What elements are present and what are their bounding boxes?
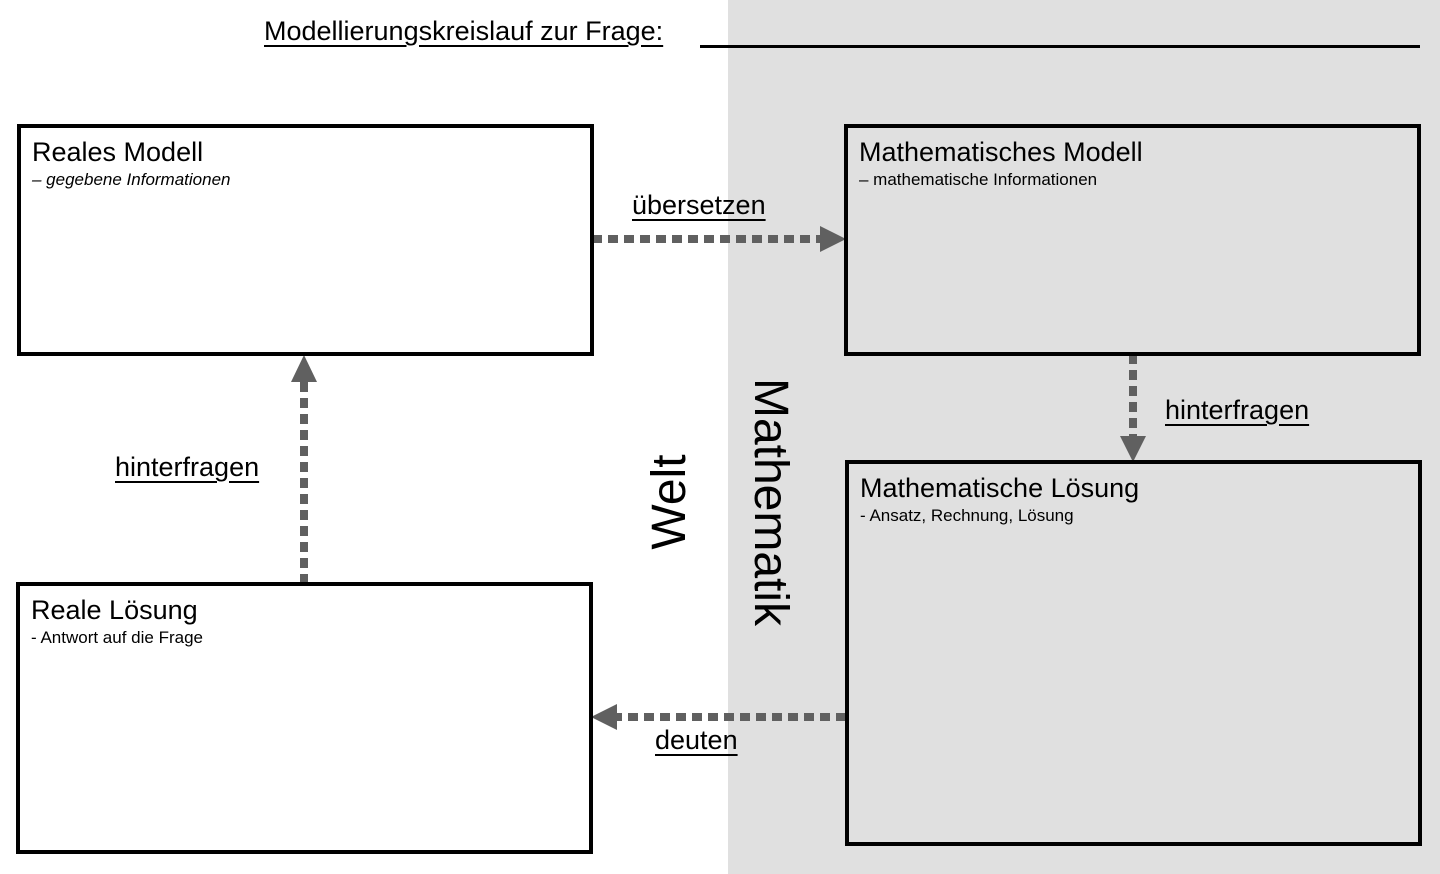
box-math-model-subtitle: – mathematische Informationen bbox=[859, 170, 1098, 189]
label-question-left: hinterfragen bbox=[115, 452, 260, 482]
label-interpret: deuten bbox=[655, 725, 738, 755]
box-math-model-title: Mathematisches Modell bbox=[859, 137, 1143, 167]
box-math-solution-title: Mathematische Lösung bbox=[860, 473, 1140, 503]
box-real-solution-title: Reale Lösung bbox=[31, 595, 198, 625]
box-real-model-title: Reales Modell bbox=[32, 137, 204, 167]
label-translate: übersetzen bbox=[632, 190, 766, 220]
box-real-solution-subtitle: - Antwort auf die Frage bbox=[31, 628, 203, 647]
page-title: Modellierungskreislauf zur Frage: bbox=[264, 16, 664, 46]
box-math-solution-subtitle: - Ansatz, Rechnung, Lösung bbox=[860, 506, 1074, 525]
arrow-question-left-head bbox=[291, 355, 317, 382]
box-real-model: Reales Modell – gegebene Informationen bbox=[17, 124, 594, 356]
side-label-mathematics: Mathematik bbox=[744, 377, 797, 627]
box-math-solution: Mathematische Lösung - Ansatz, Rechnung,… bbox=[845, 460, 1422, 846]
box-math-model: Mathematisches Modell – mathematische In… bbox=[844, 124, 1421, 356]
side-label-world: Welt bbox=[643, 454, 696, 550]
arrow-interpret-head bbox=[591, 704, 617, 730]
box-real-model-subtitle: – gegebene Informationen bbox=[32, 170, 231, 189]
box-real-solution: Reale Lösung - Antwort auf die Frage bbox=[16, 582, 593, 854]
label-question-right: hinterfragen bbox=[1165, 395, 1310, 425]
arrow-question-right-head bbox=[1120, 436, 1146, 462]
question-answer-line bbox=[700, 45, 1420, 48]
arrow-translate-head bbox=[820, 226, 846, 252]
